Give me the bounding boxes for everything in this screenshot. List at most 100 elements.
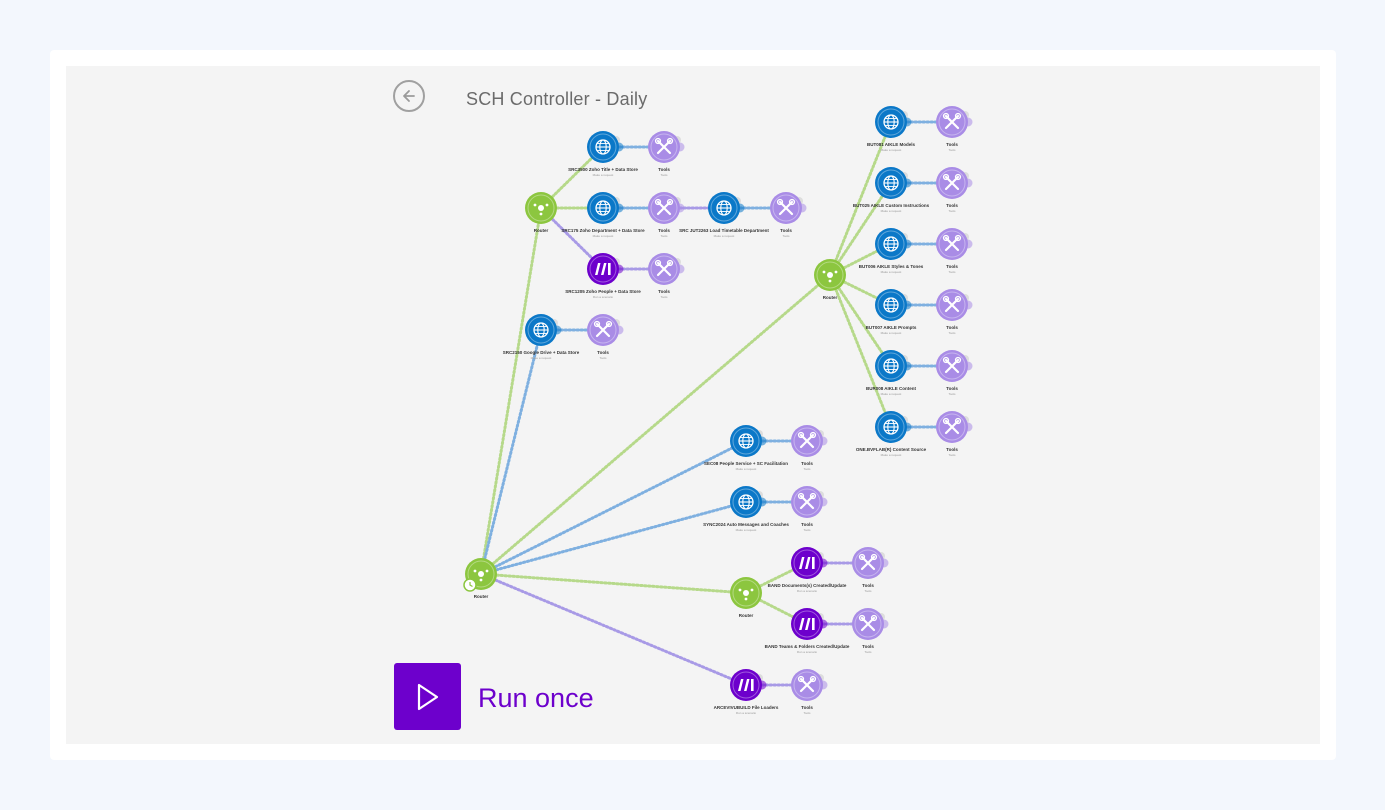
module-label: Tools [946,447,958,452]
module-ring [877,413,905,441]
schedule-clock-icon[interactable] [463,578,477,592]
module-ring [527,194,555,222]
module-ring [650,255,678,283]
globe-icon [883,175,899,191]
module-label: Tools [801,522,813,527]
module-router[interactable]: Router [525,192,557,233]
connection-line [828,181,893,277]
wrench-icon [654,259,674,277]
scenario-canvas[interactable] [66,66,1320,744]
module-sublabel: Make a request [531,356,552,360]
module-label: Tools [946,203,958,208]
module-http[interactable]: SRC175 Zoho Department + Data StoreMake … [561,192,645,238]
run-once-button[interactable] [394,663,461,730]
wrench-icon [942,112,962,130]
globe-icon [595,139,611,155]
globe-icon [883,297,899,313]
module-label: Tools [597,350,609,355]
module-ring [710,194,738,222]
module-ring [854,549,882,577]
connection-line [479,273,832,576]
module-label: BUT081 AIKLE Models [867,142,916,147]
module-label: SRC175 Zoho Department + Data Store [561,228,645,233]
connection-line [479,439,748,576]
module-ring [816,261,844,289]
wrench-icon [942,417,962,435]
module-router[interactable]: Router [730,577,762,618]
router-icon [822,270,838,283]
module-label: SRC JUT2263 Load Timetable Department [679,228,769,233]
back-button[interactable] [393,80,425,112]
module-sublabel: Make a request [881,209,902,213]
module-label: SEC08 People Service + SC Facilitation [704,461,788,466]
router-icon [738,588,754,601]
module-label: Router [823,295,838,300]
module-label: Router [739,613,754,618]
module-http[interactable]: SRC JUT2263 Load Timetable DepartmentMak… [679,192,769,238]
module-ring [938,413,966,441]
module-label: Tools [946,142,958,147]
module-ring [732,671,760,699]
connection-line [479,500,748,576]
arrow-left-icon [403,90,415,102]
module-label: BUR008 AIKLE Content [866,386,917,391]
module-sublabel: Tools [948,331,956,335]
wrench-icon [593,320,613,338]
module-label: Tools [780,228,792,233]
wrench-icon [797,675,817,693]
module-ring [938,291,966,319]
connection-line [828,273,893,429]
run-once-label[interactable]: Run once [478,683,594,713]
module-sublabel: Make a request [714,234,735,238]
module-sublabel: Tools [948,209,956,213]
module-ring [732,488,760,516]
module-label: ARCEVIVUBUILD File Loaders [714,705,779,710]
module-label: BUT006 AIKLE Styles & Tones [859,264,924,269]
connection-line [479,328,543,576]
module-router[interactable]: Router [463,558,497,599]
module-label: Tools [862,644,874,649]
module-label: Tools [658,167,670,172]
module-ring [793,671,821,699]
module-sublabel: Tools [660,295,668,299]
module-ring [732,427,760,455]
wrench-icon [942,356,962,374]
module-label: Tools [801,705,813,710]
globe-icon [738,433,754,449]
wrench-icon [858,614,878,632]
module-http[interactable]: SEC08 People Service + SC FacilitationMa… [704,425,788,471]
module-ring [650,194,678,222]
module-router[interactable]: Router [814,259,846,300]
